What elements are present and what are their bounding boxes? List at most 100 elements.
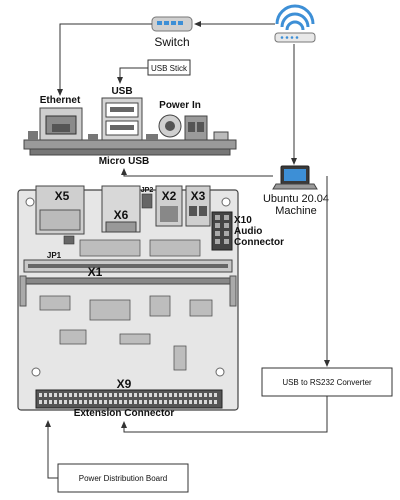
x9-pin — [189, 393, 192, 397]
x9-pin — [214, 393, 217, 397]
x9-pin — [89, 393, 92, 397]
x9-pin — [164, 393, 167, 397]
arrow-head — [324, 360, 330, 367]
x5-label: X5 — [55, 189, 70, 203]
arrow-head — [291, 158, 297, 165]
switch-ethernet-link — [59, 23, 152, 92]
x9-pin — [99, 400, 102, 404]
jp2-label: JP2 — [141, 187, 154, 194]
x9-pin — [64, 400, 67, 404]
x9-connector — [35, 389, 223, 409]
laptop-microusb-link — [123, 172, 273, 177]
x6-label: X6 — [114, 208, 129, 222]
x9-pin — [49, 400, 52, 404]
micro-usb-port — [213, 131, 229, 141]
x3-label: X3 — [191, 189, 206, 203]
x9-pin — [74, 400, 77, 404]
arrow-head — [45, 420, 51, 427]
x9-pin — [74, 393, 77, 397]
x9-pin — [214, 400, 217, 404]
x9-pin — [159, 400, 162, 404]
x9-pin — [104, 400, 107, 404]
arrow-head — [121, 168, 127, 175]
x9-pin — [204, 393, 207, 397]
x9-pin — [144, 393, 147, 397]
x9-pin — [99, 393, 102, 397]
power-x9-link — [47, 425, 58, 479]
x9-pin — [164, 400, 167, 404]
x9-pin — [154, 400, 157, 404]
x9-pin — [39, 393, 42, 397]
power-distribution-box — [57, 463, 189, 493]
x9-pin — [199, 400, 202, 404]
network-switch-icon — [151, 16, 193, 32]
arrow-head — [57, 89, 63, 96]
jp1-label: JP1 — [47, 251, 62, 260]
arrow-head — [121, 421, 127, 428]
switch-label: Switch — [154, 35, 189, 49]
power-in-label: Power In — [159, 100, 201, 111]
arrow-head — [117, 77, 123, 84]
board-side-view — [23, 97, 237, 156]
x9-pin — [174, 393, 177, 397]
rs232-converter-label: USB to RS232 Converter — [282, 378, 372, 387]
x9-pin — [59, 400, 62, 404]
x9-pin — [144, 400, 147, 404]
x9-pin — [139, 393, 142, 397]
x9-pin — [194, 400, 197, 404]
machine-label-line2: Machine — [275, 205, 317, 217]
x9-pin — [124, 393, 127, 397]
x9-pin — [194, 393, 197, 397]
micro-usb-label: Micro USB — [99, 156, 150, 167]
connector-label: Connector — [234, 237, 284, 248]
x9-pin — [209, 393, 212, 397]
x9-label: X9 — [117, 377, 132, 391]
ethernet-label: Ethernet — [40, 95, 81, 106]
x9-pin — [114, 393, 117, 397]
x9-pin — [49, 393, 52, 397]
x9-pin — [149, 393, 152, 397]
x9-pin — [59, 393, 62, 397]
x9-pin — [39, 400, 42, 404]
x9-pin — [154, 393, 157, 397]
x9-pin — [94, 393, 97, 397]
usbstick-usb-link — [119, 67, 148, 80]
x9-pin — [184, 400, 187, 404]
x9-pin — [119, 400, 122, 404]
x2-label: X2 — [162, 189, 177, 203]
x9-pin — [179, 393, 182, 397]
x9-pin — [79, 400, 82, 404]
x9-pin — [184, 393, 187, 397]
x9-pin — [169, 400, 172, 404]
x9-pin — [104, 393, 107, 397]
x9-pin — [204, 400, 207, 404]
x9-pin — [159, 393, 162, 397]
x9-pin — [129, 393, 132, 397]
x9-pin — [69, 400, 72, 404]
x9-pin — [109, 393, 112, 397]
x9-pin — [169, 393, 172, 397]
x9-pin — [79, 393, 82, 397]
arrow-head — [194, 21, 201, 27]
x9-pin — [124, 400, 127, 404]
x9-pin — [64, 393, 67, 397]
x9-pin — [134, 393, 137, 397]
x9-pin — [94, 400, 97, 404]
extension-connector-label: Extension Connector — [74, 408, 175, 419]
x9-pin — [84, 393, 87, 397]
machine-label-line1: Ubuntu 20.04 — [263, 193, 329, 205]
x9-pin — [189, 400, 192, 404]
x9-pin — [149, 400, 152, 404]
audio-label: Audio — [234, 226, 262, 237]
x9-pin — [54, 400, 57, 404]
x9-pin — [44, 400, 47, 404]
x9-pin — [179, 400, 182, 404]
x9-pin — [199, 393, 202, 397]
usb-stick-label: USB Stick — [151, 64, 188, 73]
x9-pin — [89, 400, 92, 404]
rs232-x9-link — [123, 396, 328, 433]
x9-pin — [114, 400, 117, 404]
x9-pin — [139, 400, 142, 404]
